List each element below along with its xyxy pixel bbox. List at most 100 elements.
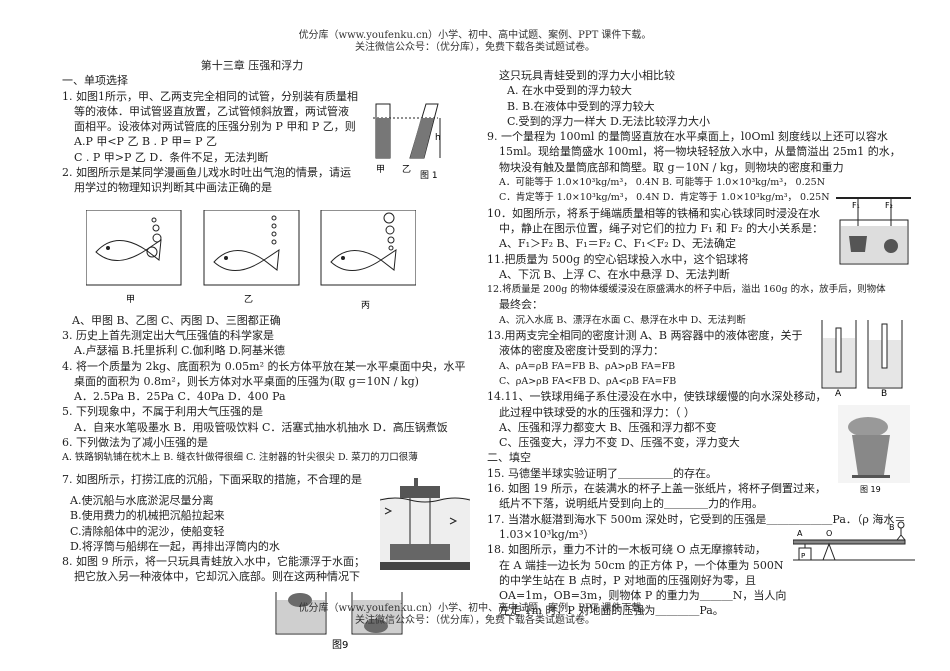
question-18: 18. 如图所示，重力不计的一木板可绕 O 点无摩擦转动， <box>487 543 766 557</box>
chapter-title: 第十三章 压强和浮力 <box>200 59 304 72</box>
fig18-a-label: A <box>797 529 803 538</box>
question-2: 2. 如图所示是某同学漫画鱼儿戏水时吐出气泡的情景，请运 <box>62 166 351 180</box>
question-6: 6. 下列做法为了减小压强的是 <box>62 436 208 450</box>
fish-bing-label: 丙 <box>361 300 370 310</box>
question-9: 9. 一个量程为 100ml 的量筒竖直放在水平桌面上，l0Oml 刻度线以上还… <box>487 130 888 144</box>
option-line: A.P 甲<P 乙 B . P 甲= P 乙 <box>74 135 218 149</box>
option-line: D.将浮筒与船绑在一起，再排出浮筒内的水 <box>70 539 280 553</box>
option-line: A、甲图 B、乙图 C、丙图 D、三图都正确 <box>72 313 281 327</box>
left-column: 第十三章 压强和浮力 一、单项选择 1. 如图1所示，甲、乙两支完全相同的试管，… <box>62 58 472 585</box>
figure-19-inverted-cup: 图 19 <box>838 405 910 493</box>
figure-9-frogs: 图9 <box>275 592 403 651</box>
section-heading-fill: 二、填空 <box>487 451 531 465</box>
footer-line-1: 优分库（www.youfenku.cn）小学、初中、高中试题、案例、PPT 课件… <box>298 603 652 614</box>
fig18-o-label: O <box>826 529 832 538</box>
option-line: C、ρA>ρB FA<FB D、ρA<ρB FA=FB <box>499 375 677 387</box>
question-text: 左走 1m 时，P 对地面的压强为＿＿＿＿Pa。 <box>499 604 724 618</box>
option-line: A．可能等于 1.0×10³kg/m³， 0.4N B. 可能等于 1.0×10… <box>499 177 826 189</box>
fig13-a-label: A <box>835 389 842 396</box>
figure-18-lever: A O B P <box>793 521 915 561</box>
fig1-h-label: h <box>435 133 441 143</box>
option-line: A. 铁路钢轨铺在枕木上 B. 缝衣针做得很细 C. 注射器的针尖很尖 D. 菜… <box>62 452 418 464</box>
option-line: A、压强和浮力都变大 B、压强和浮力都不变 <box>499 420 717 434</box>
fish-panel-bing: 丙 <box>320 210 416 310</box>
question-16: 16. 如图 19 所示，在装满水的杯子上盖一张纸片，将杯子倒置过来， <box>487 482 826 496</box>
question-8: 8. 如图 9 所示，将一只玩具青蛙放入水中，它能漂浮于水面； <box>62 555 365 569</box>
question-14: 14.11、一铁球用绳子系住浸没在水中，使铁球缓慢的向水深处移动， <box>487 390 827 404</box>
fish-jia-label: 甲 <box>126 294 135 305</box>
option-line: A、F₁＞F₂ B、F₁＝F₂ C、F₁＜F₂ D、无法确定 <box>499 237 737 251</box>
question-text: 液体的密度及密度计受到的浮力： <box>499 344 664 358</box>
option-line: A.使沉船与水底淤泥尽量分离 <box>70 493 214 507</box>
option-line: A、ρA=ρB FA=FB B、ρA>ρB FA=FB <box>499 360 676 372</box>
figure-1-test-tubes: h 甲 乙 图 1 <box>373 103 441 180</box>
fig19-caption: 图 19 <box>860 485 881 493</box>
page-header: 优分库（www.youfenku.cn）小学、初中、高中试题、案例、PPT 课件… <box>0 30 950 54</box>
option-line: B.使用费力的机械把沉船拉起来 <box>70 509 225 523</box>
question-text: 在 A 端挂一边长为 50cm 的正方体 P，一个体重为 500N <box>499 558 784 572</box>
section-heading: 一、单项选择 <box>62 74 128 88</box>
fig18-p-label: P <box>801 552 805 560</box>
option-line: A. 在水中受到的浮力较大 <box>507 84 632 98</box>
question-1: 1. 如图1所示，甲、乙两支完全相同的试管，分别装有质量相 <box>62 89 358 103</box>
figure-13-hydrometers: A B <box>821 320 903 396</box>
question-text: 等的液体．甲试管竖直放置，乙试管倾斜放置，两试管液 <box>74 104 349 118</box>
fish-panel-yi: 乙 <box>203 210 300 305</box>
option-line: A、下沉 B、上浮 C、在水中悬浮 D、无法判断 <box>499 267 730 281</box>
option-line: A.卢瑟福 B.托里拆利 C.伽利略 D.阿基米德 <box>74 344 285 358</box>
header-line-2: 关注微信公众号：（优分库），免费下载各类试题试卷。 <box>355 42 595 53</box>
question-text: OA=1m，OB=3m，则物体 P 的重力为＿＿＿N，当人向 <box>499 589 787 603</box>
question-17: 17. 当潜水艇潜到海水下 500m 深处时，它受到的压强是＿＿＿＿＿＿Pa．（… <box>487 512 906 526</box>
question-12: 12.将质量是 200g 的物体缓缓浸没在原盛满水的杯子中后，溢出 160g 的… <box>487 284 886 296</box>
question-text: 最终会： <box>499 298 543 312</box>
question-4: 4. 将一个质量为 2kg、底面积为 0.05m² 的长方体平放在某一水平桌面中… <box>62 359 466 373</box>
fig10-f1: F₁ <box>852 201 860 210</box>
option-line: A、沉入水底 B、漂浮在水面 C、悬浮在水中 D、无法判断 <box>499 314 746 326</box>
option-line: C．肯定等于 1.0×10³kg/m³， 0.4N D．肯定等于 1.0×10³… <box>499 192 830 204</box>
question-13: 13.用两支完全相同的密度计测 A、B 两容器中的液体密度，关于 <box>487 329 803 343</box>
option-line: A．自来水笔吸墨水 B．用吸管吸饮料 C．活塞式抽水机抽水 D．高压锅煮饭 <box>74 420 448 434</box>
figure-7-salvage <box>380 478 470 570</box>
option-line: C.清除船体中的泥沙，使船变轻 <box>70 524 225 538</box>
question-5: 5. 下列现象中，不属于利用大气压强的是 <box>62 405 263 419</box>
question-text: 纸片不下落，说明纸片受到向上的＿＿＿＿力的作用。 <box>499 497 763 511</box>
right-column: 这只玩具青蛙受到的浮力大小相比较 A. 在水中受到的浮力较大 B. B.在液体中… <box>487 68 917 619</box>
question-text: 面相平。设液体对两试管底的压强分别为 P 甲和 P 乙，则 <box>74 120 356 134</box>
fish-panel-jia: 甲 <box>86 210 182 305</box>
fish-yi-label: 乙 <box>244 294 253 305</box>
question-10: 10．如图所示，将系于绳端质量相等的铁桶和实心铁球同时浸没在水 <box>487 206 820 220</box>
question-text: 1.03×10³kg/m³） <box>499 527 595 541</box>
option-line: C . P 甲>P 乙 D．条件不足，无法判断 <box>74 150 269 164</box>
question-7: 7. 如图所示，打捞江底的沉船，下面采取的措施，不合理的是 <box>62 472 362 486</box>
fig10-f2: F₂ <box>885 201 893 210</box>
question-text: 15ml。现给量筒盛水 100ml，将一物块轻轻放入水中，从量筒溢出 25m1 … <box>499 145 901 159</box>
fig1-caption: 图 1 <box>420 170 438 180</box>
question-15: 15. 马德堡半球实验证明了＿＿＿＿＿的存在。 <box>487 466 717 480</box>
fig18-b-label: B <box>889 523 895 532</box>
fish-figures: 甲 乙 丙 <box>86 210 416 310</box>
question-text: 此过程中铁球受的水的压强和浮力：（ ） <box>499 405 695 419</box>
fig1-yi-label: 乙 <box>402 164 411 175</box>
fig1-jia-label: 甲 <box>376 164 385 175</box>
fig9-caption: 图9 <box>332 639 348 651</box>
beaker-water <box>275 592 327 635</box>
page-footer: 优分库（www.youfenku.cn）小学、初中、高中试题、案例、PPT 课件… <box>160 603 790 627</box>
option-line: B. B.在液体中受到的浮力较大 <box>507 99 655 113</box>
option-line: C、压强变大，浮力不变 D、压强不变，浮力变大 <box>499 436 740 450</box>
question-text: 的中学生站在 B 点时，P 对地面的压强刚好为零，且 <box>499 573 756 587</box>
question-text: 桌面的面积为 0.8m²，则长方体对水平桌面的压强为(取 g＝10N / kg) <box>74 374 419 388</box>
question-text: 这只玩具青蛙受到的浮力大小相比较 <box>499 69 675 82</box>
question-11: 11.把质量为 500g 的空心铝球投入水中，这个铝球将 <box>487 252 749 266</box>
footer-line-2: 关注微信公众号：（优分库），免费下载各类试题试卷。 <box>355 615 595 626</box>
question-text: 物块没有触及量筒底部和筒壁。取 g－10N / kg，则物块的密度和重力 <box>499 160 844 174</box>
option-line: C.受到的浮力一样大 D.无法比较浮力大小 <box>507 114 710 128</box>
figure-10-bucket-ball: F₁ F₂ <box>836 197 911 265</box>
header-line-1: 优分库（www.youfenku.cn）小学、初中、高中试题、案例、PPT 课件… <box>298 30 652 41</box>
fig13-b-label: B <box>881 389 887 396</box>
question-text: 用学过的物理知识判断其中画法正确的是 <box>74 181 272 195</box>
question-text: 中，静止在图示位置，绳子对它们的拉力 F₁ 和 F₂ 的大小关系是： <box>499 221 824 235</box>
beaker-liquid <box>351 592 403 635</box>
question-3: 3. 历史上首先测定出大气压强值的科学家是 <box>62 328 274 342</box>
question-text: 把它放入另一种液体中，它却沉入底部。则在这两种情况下 <box>74 570 360 584</box>
option-line: A．2.5Pa B．25Pa C．40Pa D．400 Pa <box>74 390 286 404</box>
